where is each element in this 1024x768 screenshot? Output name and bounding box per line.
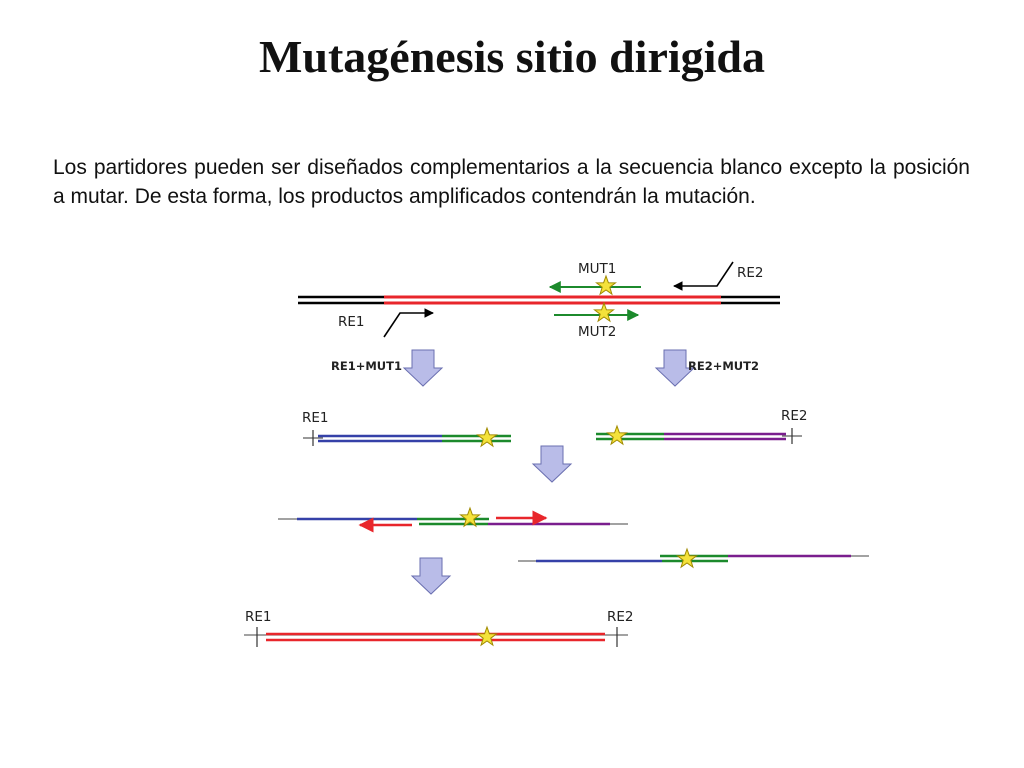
- mut1-label: MUT1: [578, 261, 616, 277]
- mut1-primer: MUT1: [548, 261, 641, 295]
- restriction-site-icon: [302, 429, 324, 447]
- re1-final-label: RE1: [245, 609, 272, 625]
- re2-site-label: RE2: [781, 408, 808, 424]
- re1-primer-label: RE1: [338, 314, 365, 330]
- template-dna: [298, 295, 780, 305]
- star-icon: [594, 302, 614, 322]
- star-icon: [677, 548, 697, 568]
- star-icon: [477, 427, 497, 447]
- re1-site-label: RE1: [302, 410, 329, 426]
- slide-title: Mutagénesis sitio dirigida: [258, 31, 766, 82]
- pcr-re2-mut2-label: RE2+MUT2: [688, 359, 759, 373]
- star-icon: [596, 275, 616, 295]
- annealing-bottom: [518, 548, 869, 568]
- re2-primer-label: RE2: [737, 265, 764, 281]
- down-arrow-icon: [403, 349, 443, 387]
- product-left: RE1: [302, 410, 511, 447]
- down-arrow-icon: [411, 557, 451, 595]
- mut2-label: MUT2: [578, 324, 616, 340]
- down-arrow-icon: [532, 445, 572, 483]
- annealing-top: [278, 507, 628, 533]
- restriction-site-icon: [781, 427, 803, 445]
- re1-primer: RE1: [338, 308, 434, 338]
- product-right: RE2: [596, 408, 808, 445]
- star-icon: [607, 425, 627, 445]
- re2-primer: RE2: [673, 261, 764, 291]
- slide-body-text: Los partidores pueden ser diseñados comp…: [53, 156, 970, 208]
- re2-final-label: RE2: [607, 609, 634, 625]
- star-icon: [477, 626, 497, 646]
- mut2-primer: MUT2: [554, 302, 640, 340]
- pcr-re1-mut1-label: RE1+MUT1: [331, 359, 402, 373]
- final-product: RE1 RE2: [244, 609, 634, 647]
